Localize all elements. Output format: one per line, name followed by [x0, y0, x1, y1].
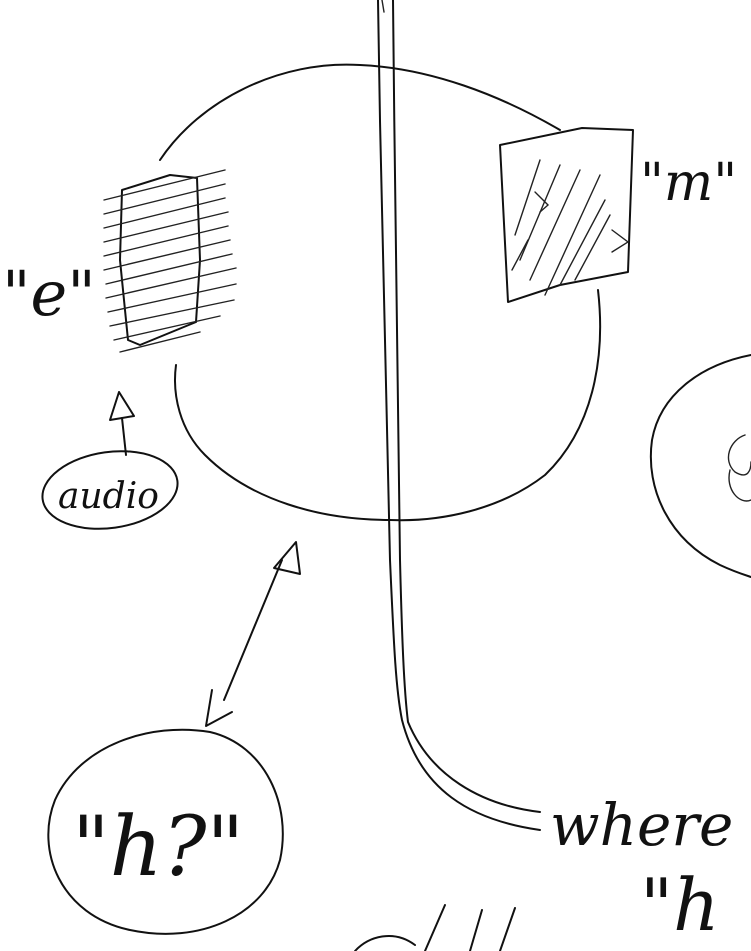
h-question-label: "h?"	[72, 800, 244, 895]
right-bubble-scribble	[728, 435, 751, 501]
vertical-line-right	[393, 0, 540, 812]
h-arrow-head-bottom	[206, 690, 232, 726]
m-region	[500, 128, 633, 302]
where-text: where	[550, 791, 733, 859]
audio-arrow-head	[110, 392, 134, 420]
big-circle-lower	[175, 365, 390, 520]
e-label: "e"	[2, 257, 96, 330]
bottom-strokes	[355, 905, 515, 951]
audio-label: audio	[58, 476, 159, 517]
h-arrow-shaft	[224, 560, 282, 700]
big-circle-right	[390, 290, 600, 520]
vertical-line-left	[378, 0, 540, 830]
e-region	[104, 170, 236, 352]
h-arrow-head-top	[274, 542, 300, 574]
right-partial-bubble	[651, 355, 751, 577]
audio-arrow-shaft	[122, 418, 126, 455]
h-partial-text: "h	[640, 863, 720, 947]
m-label: "m"	[640, 153, 737, 213]
vertical-line-tail	[382, 0, 384, 12]
